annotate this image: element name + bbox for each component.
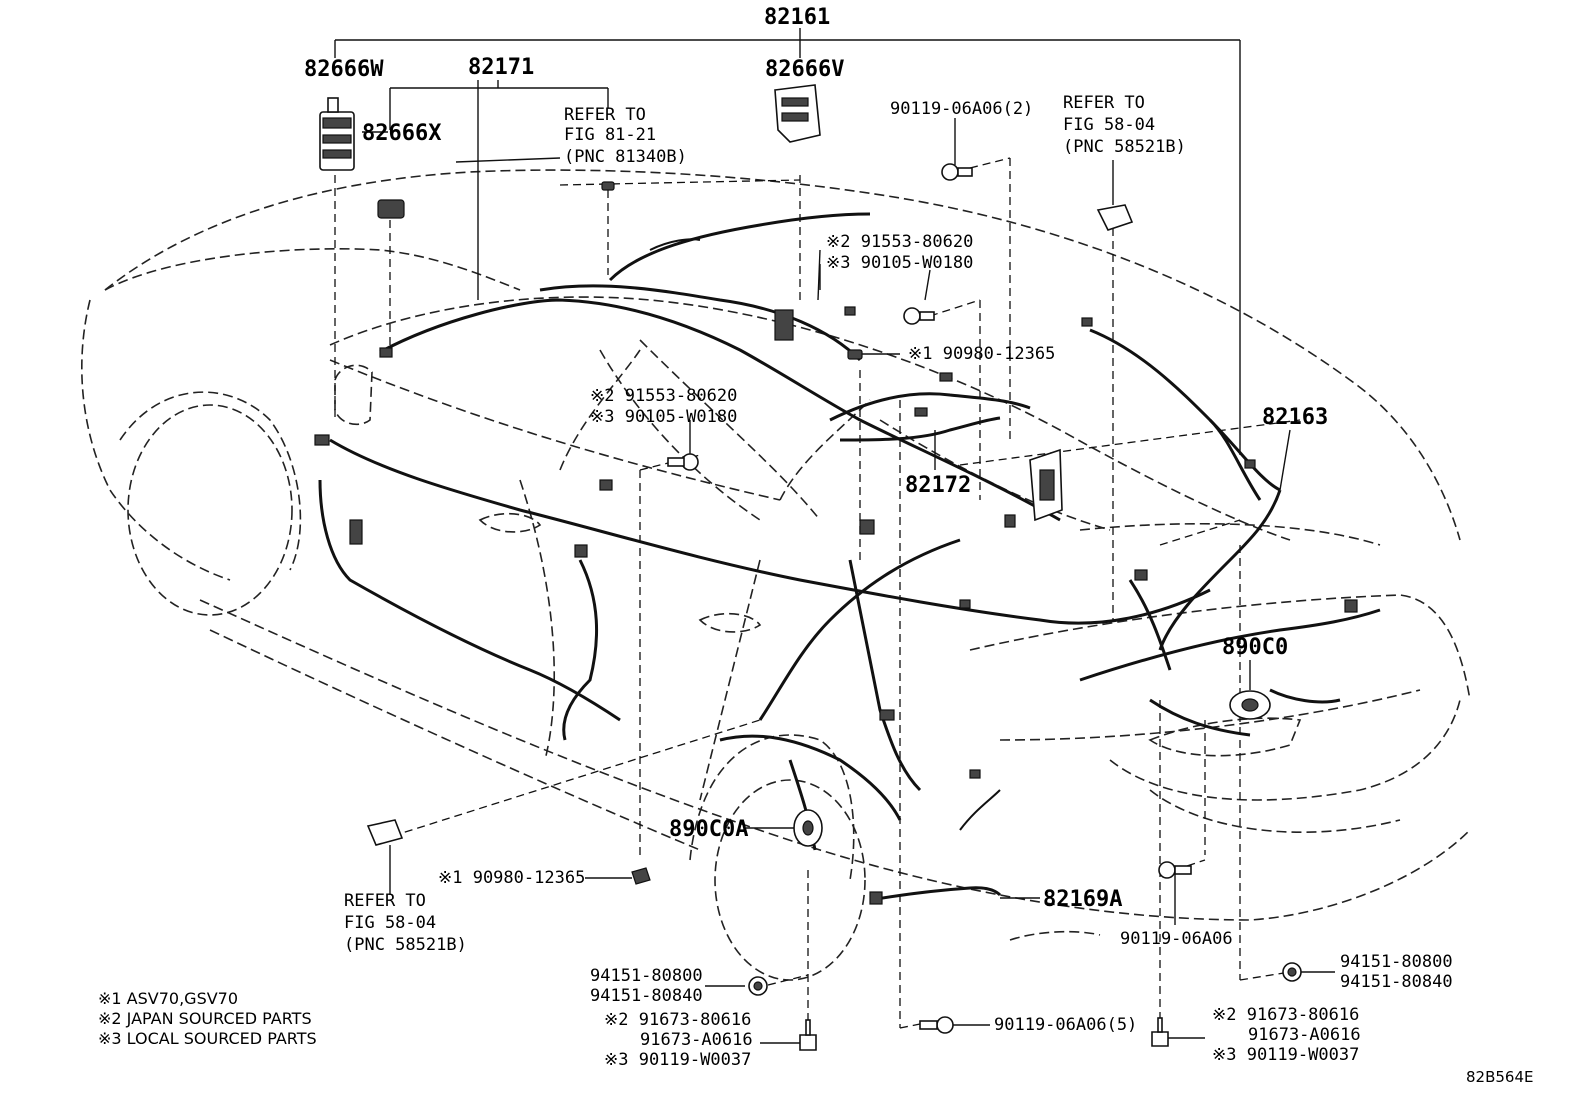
screw-label-right-a: ※2 91673-80616 [1212, 1005, 1359, 1025]
grommet-label-left-b: 94151-80840 [590, 986, 703, 1006]
bolt-1 [941, 163, 973, 181]
label-82161: 82161 [764, 5, 830, 30]
label-82666v: 82666V [765, 57, 844, 82]
clip-90980-upper [847, 349, 863, 360]
grommet-label-right-b: 94151-80840 [1340, 972, 1453, 992]
speaker-890c0a [793, 809, 823, 847]
clip-small-1 [601, 181, 615, 191]
label-82666w: 82666W [304, 57, 384, 82]
bolt-label-90119: 90119-06A06 [1120, 929, 1233, 949]
refer-label-3: REFER TO [344, 891, 426, 911]
label-82169a: 82169A [1043, 887, 1122, 912]
bolt-3 [667, 453, 699, 471]
note-label-91553-lower: ※2 91553-80620 [590, 386, 737, 406]
figure-id: 82B564E [1466, 1068, 1534, 1086]
relay-block-82666v [774, 84, 821, 143]
label-82163: 82163 [1262, 405, 1328, 430]
wire-harness [318, 212, 1381, 902]
screw-right [1151, 1017, 1169, 1047]
fig-label-3: FIG 58-04 [344, 913, 436, 933]
screw-label-right-b: 91673-A0616 [1248, 1025, 1361, 1045]
leader-lines [334, 28, 1335, 1044]
fig-label-2: FIG 58-04 [1063, 115, 1155, 135]
label-890c0a: 890C0A [669, 817, 748, 842]
grommet-label-right-a: 94151-80800 [1340, 952, 1453, 972]
screw-label-left-c: ※3 90119-W0037 [604, 1050, 751, 1070]
car-body-outline [81, 169, 1471, 981]
bolt-4 [1158, 861, 1192, 879]
fig-label-1: FIG 81-21 [564, 125, 656, 145]
harness-connectors [314, 306, 1358, 905]
legend: ※1 ASV70,GSV70 ※2 JAPAN SOURCED PARTS ※3… [98, 989, 317, 1048]
grommet-lower-left [366, 819, 404, 846]
pnc-label-3: (PNC 58521B) [344, 935, 467, 955]
refer-label-2: REFER TO [1063, 93, 1145, 113]
legend-item-3: ※3 LOCAL SOURCED PARTS [98, 1029, 317, 1048]
connector-block-center [1029, 448, 1063, 522]
note-label-91553-upper: ※2 91553-80620 [826, 232, 973, 252]
refer-label-1: REFER TO [564, 105, 646, 125]
screw-center [919, 1016, 954, 1034]
label-82171: 82171 [468, 55, 534, 80]
pnc-label-2: (PNC 58521B) [1063, 137, 1186, 157]
label-82172: 82172 [905, 473, 971, 498]
screw-label-left-b: 91673-A0616 [640, 1030, 753, 1050]
bolt-label-90119-5: 90119-06A06(5) [994, 1015, 1137, 1035]
grommet-94151-left [748, 976, 768, 996]
screw-left [799, 1019, 817, 1051]
clip-82666x [377, 199, 405, 219]
label-890c0: 890C0 [1222, 635, 1288, 660]
note-label-90980-upper: ※1 90980-12365 [908, 344, 1055, 364]
label-82666x: 82666X [362, 121, 441, 146]
grommet-label-left-a: 94151-80800 [590, 966, 703, 986]
speaker-890c0 [1229, 690, 1271, 720]
note-label-90105-lower: ※3 90105-W0180 [590, 407, 737, 427]
legend-item-1: ※1 ASV70,GSV70 [98, 989, 238, 1008]
grommet-94151-right [1282, 962, 1302, 982]
bolt-label-90119-2: 90119-06A06(2) [890, 99, 1033, 119]
part-labels: 82161 82666W 82171 82666V 82666X REFER T… [304, 5, 1453, 1070]
screw-label-left-a: ※2 91673-80616 [604, 1010, 751, 1030]
pnc-label-1: (PNC 81340B) [564, 147, 687, 167]
bolt-2 [903, 307, 935, 325]
note-label-90105-upper: ※3 90105-W0180 [826, 253, 973, 273]
grommet-top-right [1096, 204, 1134, 231]
parts [314, 84, 1358, 1051]
clip-90980-lower [631, 867, 651, 885]
note-label-90980-lower: ※1 90980-12365 [438, 868, 585, 888]
screw-label-right-c: ※3 90119-W0037 [1212, 1045, 1359, 1065]
legend-item-2: ※2 JAPAN SOURCED PARTS [98, 1009, 312, 1028]
dashed-leaders [334, 157, 1301, 1035]
relay-box-82666w [319, 97, 355, 171]
